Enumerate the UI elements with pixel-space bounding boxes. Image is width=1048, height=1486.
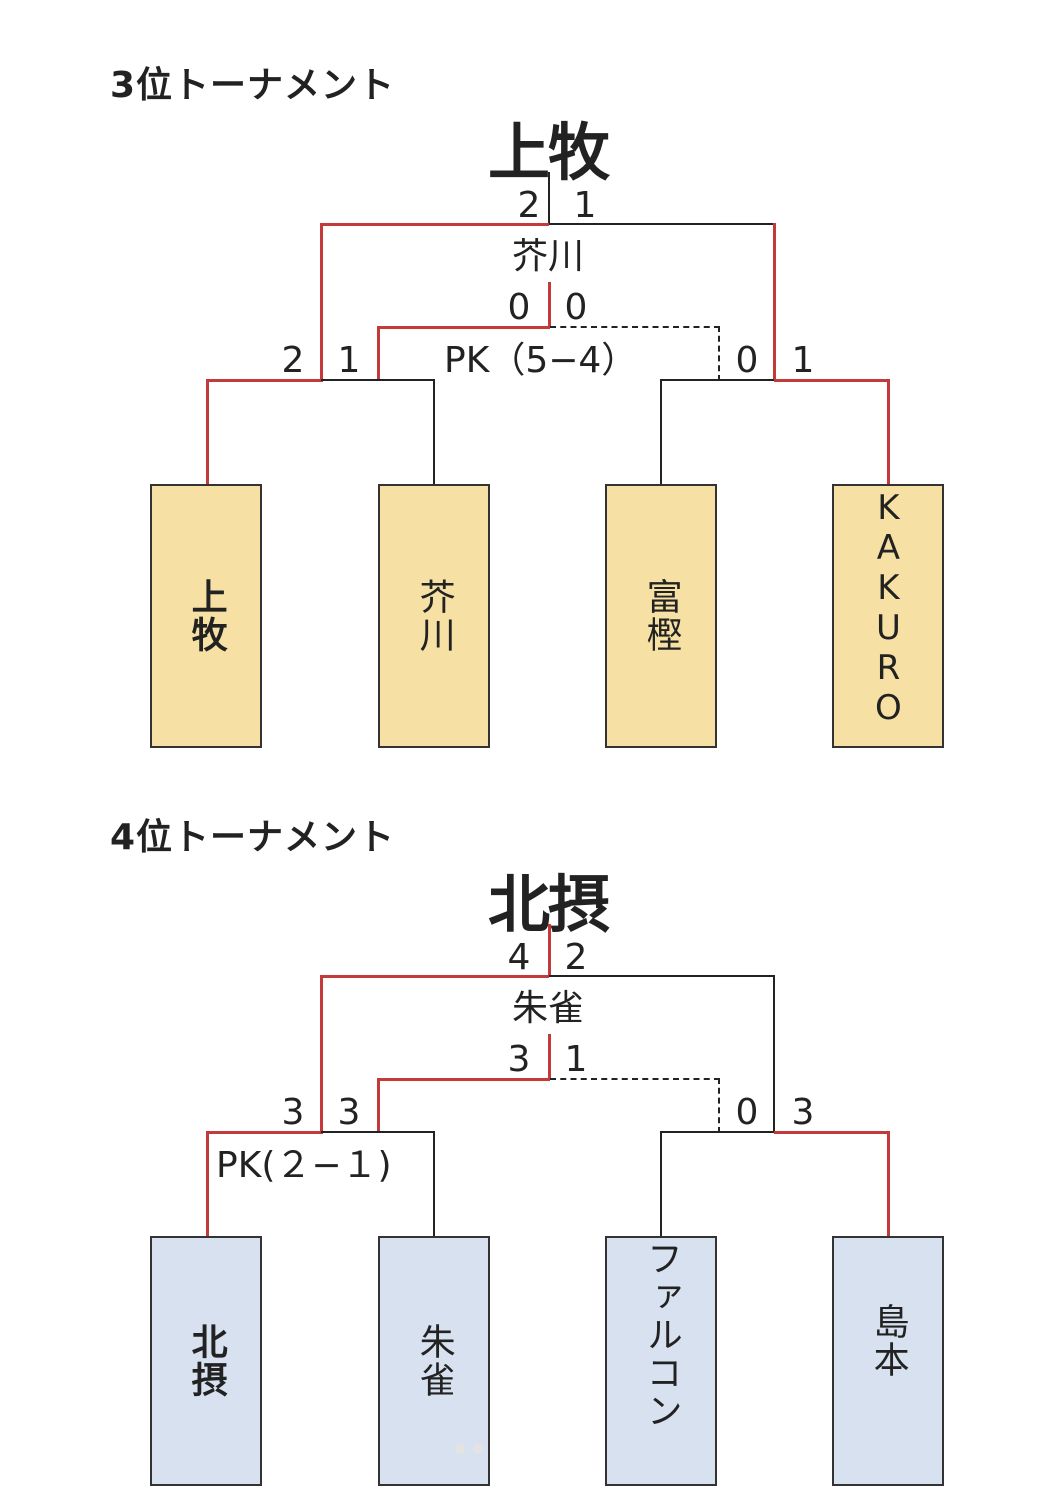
semi-bar-left-winner [377,1078,550,1081]
match1-bar-right [321,379,435,381]
semi-winner-label: 芥川 [511,236,584,277]
match1-drop-left-winner [206,379,209,485]
match1-bar-left-winner [206,1131,323,1134]
section-title-4th: 4位トーナメント [110,817,396,858]
final-score-right: 1 [573,185,597,226]
semi-bar-right-dashed [550,326,720,328]
team-box-akutagawa: 芥川 [378,484,490,748]
match1-score-right: 1 [337,340,361,381]
team-name: ファルコン [640,1240,682,1430]
final-drop-right-winner [773,223,776,381]
match1-score-left: 2 [281,340,305,381]
match2-score-left: 0 [735,340,759,381]
semi-winner-label: 朱雀 [511,988,584,1029]
semi-drop-left-winner [377,326,380,381]
match2-bar-right-winner [774,1131,890,1134]
match2-drop-right-winner [887,379,890,485]
match2-drop-right-winner [887,1131,890,1237]
semi-score-right: 0 [564,287,588,328]
page-dot[interactable] [455,1444,465,1454]
section-title-3rd: 3位トーナメント [110,65,396,106]
match1-drop-right [433,1131,435,1237]
semi-bar-right-dashed [550,1078,720,1080]
team-name: 上牧 [185,578,227,654]
team-box-falcon: ファルコン [605,1236,717,1486]
semi-drop-left-winner [377,1078,380,1133]
final-stem-winner [548,924,551,976]
team-box-kanmaki: 上牧 [150,484,262,748]
pk-label: PK（5−4） [444,340,638,381]
final-stem [548,172,550,224]
final-score-left: 4 [507,937,531,978]
final-bar-left-winner [320,975,549,978]
match2-bar-left [660,379,776,381]
match2-bar-left [660,1131,776,1133]
match1-drop-right [433,379,435,485]
team-box-kakuro: KAKURO [832,484,944,748]
semi-bar-left-winner [377,326,550,329]
match2-score-right: 1 [791,340,815,381]
team-name: 朱雀 [413,1323,455,1399]
match1-score-left: 3 [281,1092,305,1133]
team-name: 芥川 [413,578,455,654]
match1-bar-left-winner [206,379,323,382]
final-drop-left-winner [320,975,323,1133]
page-indicator [455,1444,495,1456]
final-drop-left-winner [320,223,323,381]
semi-stem-winner [548,1034,551,1080]
final-score-right: 2 [564,937,588,978]
semi-score-left: 3 [507,1039,531,1080]
team-name: KAKURO [868,488,909,728]
team-name: 島本 [867,1303,909,1379]
semi-score-left: 0 [507,287,531,328]
semi-stem-winner [548,282,551,328]
pk-label: PK(２−１) [216,1145,392,1186]
final-score-left: 2 [517,185,541,226]
match2-score-left: 0 [735,1092,759,1133]
team-name: 富樫 [640,578,682,654]
match1-bar-right [321,1131,435,1133]
match2-drop-left [660,1131,662,1237]
match1-score-right: 3 [337,1092,361,1133]
match1-drop-left-winner [206,1131,209,1237]
team-name: 北摂 [185,1323,227,1399]
match2-bar-right-winner [774,379,890,382]
team-box-shimamoto: 島本 [832,1236,944,1486]
final-drop-right [773,975,775,1133]
semi-drop-right-dashed [718,326,720,381]
team-box-hokusetsu: 北摂 [150,1236,262,1486]
semi-drop-right-dashed [718,1078,720,1133]
page-dot[interactable] [473,1444,483,1454]
final-bar-right [549,223,775,225]
match2-score-right: 3 [791,1092,815,1133]
team-box-togashi: 富樫 [605,484,717,748]
final-bar-right [549,975,775,977]
match2-drop-left [660,379,662,485]
final-bar-left-winner [320,223,549,226]
semi-score-right: 1 [564,1039,588,1080]
